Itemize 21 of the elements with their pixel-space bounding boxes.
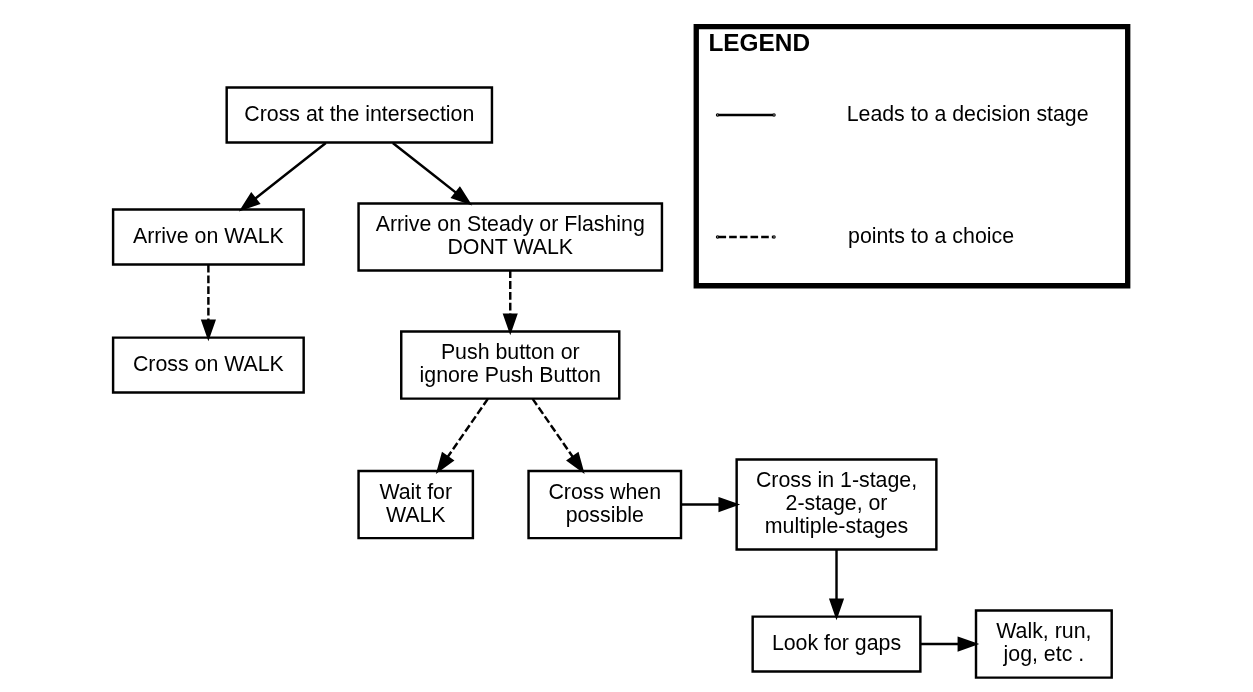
node-box: Cross at the intersection [225,86,494,144]
arrow [828,550,845,621]
node-box: Cross on WALK [111,336,305,394]
legend-label: points to a choice [848,223,1015,248]
arrow [531,398,585,474]
node-box: Push button or ignore Push Button [400,330,621,400]
node-box: Look for gaps [751,615,922,673]
node-box: Walk, run, jog, etc . [974,609,1113,679]
arrow [238,142,327,212]
arrow [920,636,980,652]
arrow [502,270,518,336]
arrow [435,398,489,474]
node-box: Cross when possible [527,469,683,540]
node-box: Arrive on Steady or Flashing DONT WALK [357,202,664,272]
node-box: Cross in 1-stage, 2-stage, or multiple-stages [735,458,938,551]
node-box: Wait for WALK [357,469,475,540]
legend-label: Leads to a decision stage [846,101,1089,126]
arrow [200,265,216,342]
arrow [392,142,473,206]
node-box: Arrive on WALK [111,208,305,266]
arrow [681,496,741,513]
